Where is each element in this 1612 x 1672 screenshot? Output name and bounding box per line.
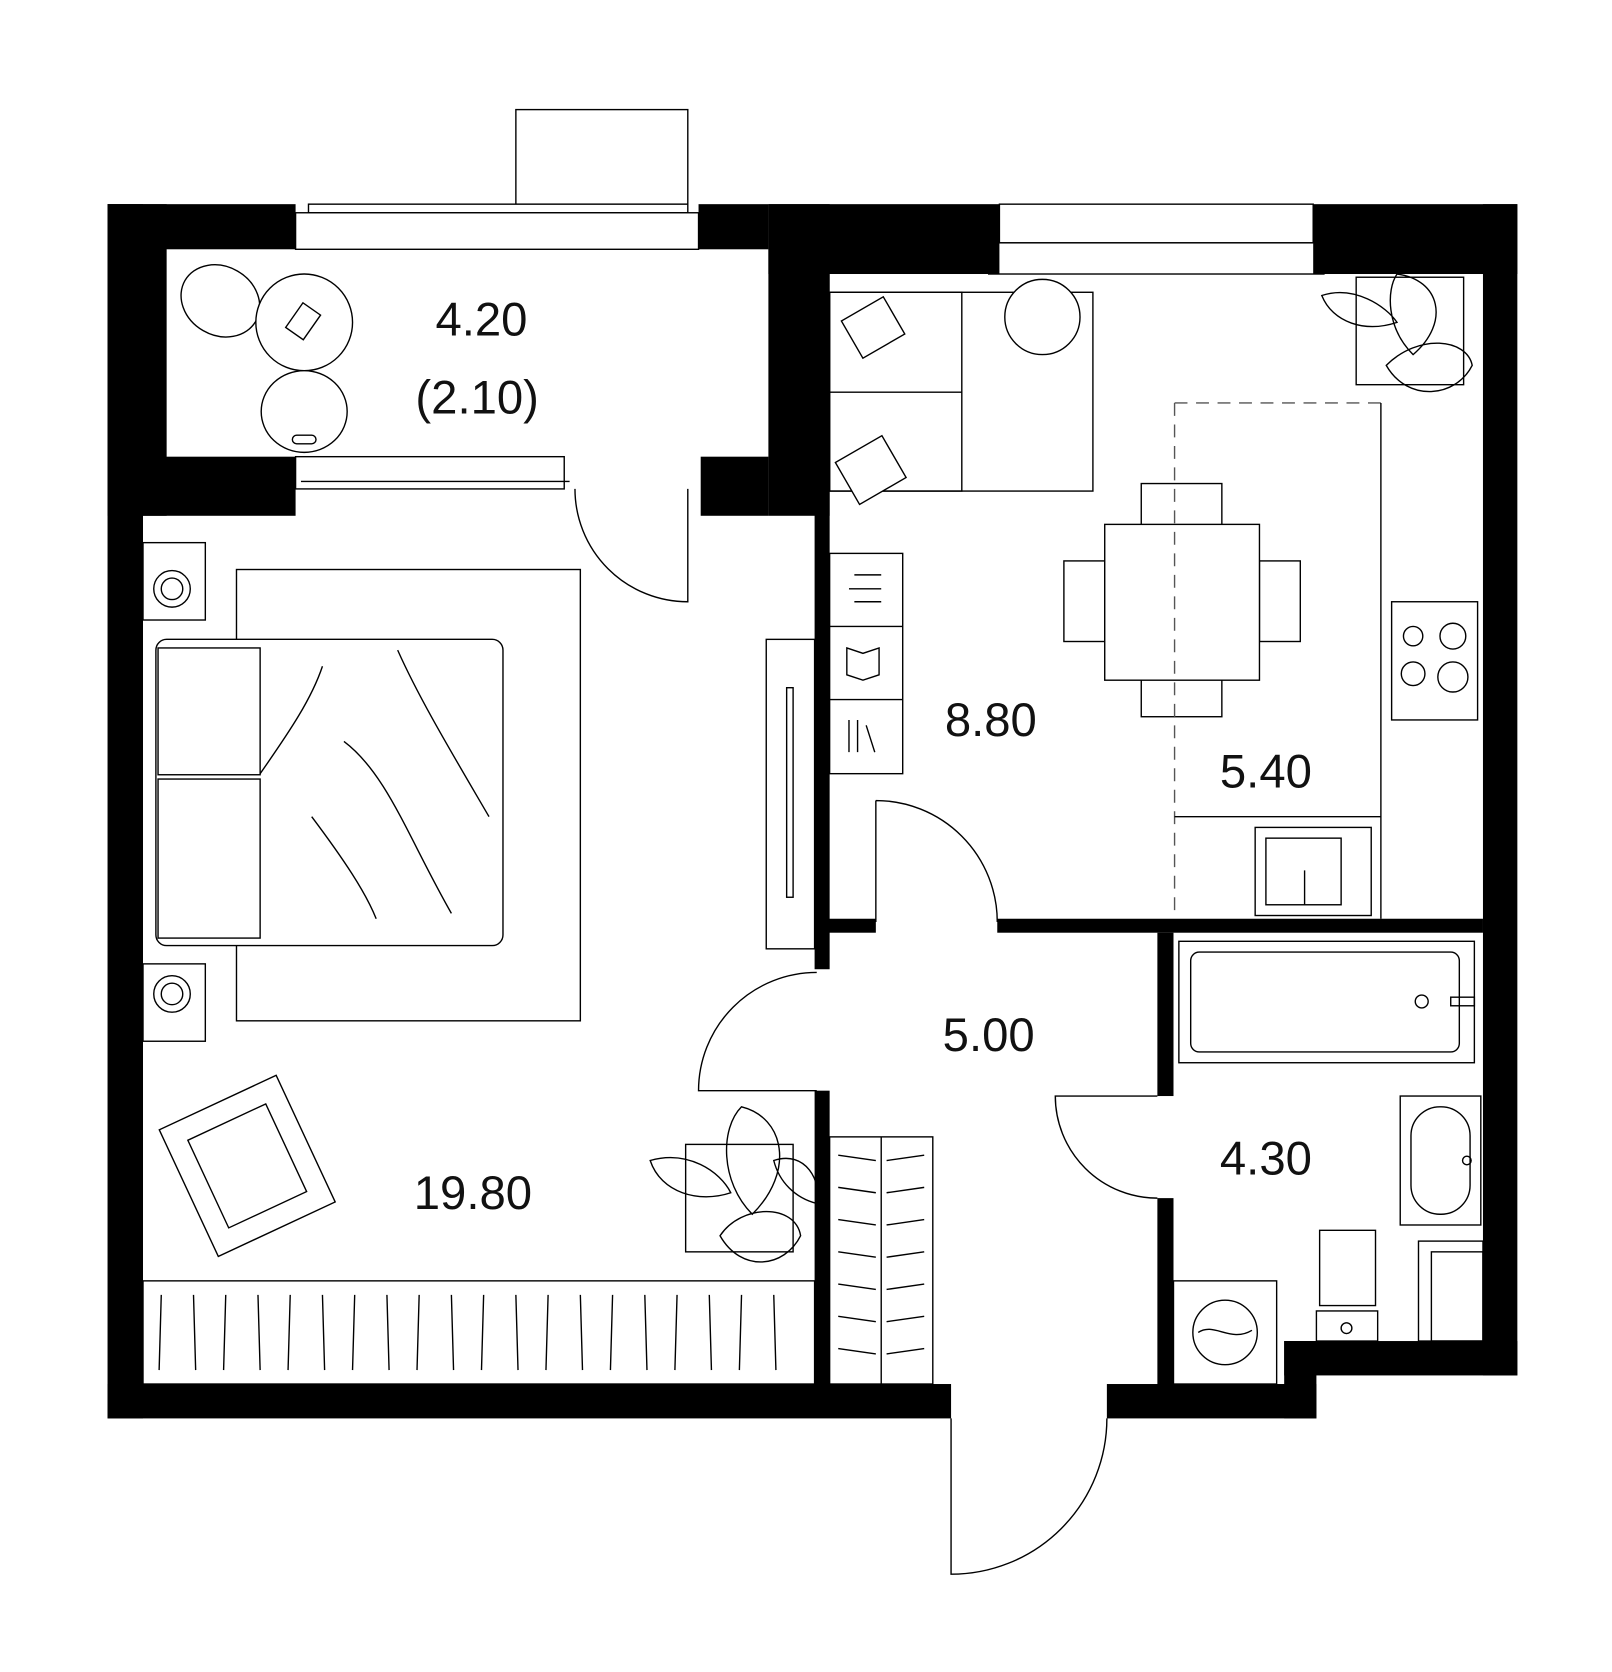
- dining-table: [1063, 402, 1381, 919]
- doors: [574, 488, 1158, 1575]
- kitchen-counter: [1174, 402, 1479, 919]
- balcony-area-label: 4.20: [435, 293, 527, 346]
- living-area-label: 8.80: [945, 694, 1037, 747]
- tv-stand: [765, 638, 816, 950]
- washing-machine: [1172, 1280, 1278, 1385]
- living-window: [987, 203, 1325, 275]
- hall-wardrobe: [828, 1136, 934, 1385]
- sofa: [828, 278, 1094, 506]
- hall-area-label: 5.00: [943, 1009, 1035, 1062]
- wardrobe-bedroom: [142, 1280, 816, 1385]
- bookshelf: [828, 552, 904, 775]
- balcony-door-window: [294, 455, 570, 490]
- bathroom-cabinet: [1417, 1240, 1484, 1342]
- balcony-reduced-area-label: (2.10): [415, 372, 538, 425]
- balcony-chairs: [180, 264, 354, 454]
- bed: [155, 568, 582, 1022]
- armchair: [158, 1074, 337, 1258]
- sink: [1399, 1095, 1482, 1226]
- bedroom-area-label: 19.80: [414, 1167, 532, 1220]
- balcony-window: [294, 108, 700, 250]
- toilet: [1315, 1229, 1379, 1342]
- bathroom-area-label: 4.30: [1220, 1132, 1312, 1185]
- plant-living: [1320, 273, 1473, 393]
- plant-bedroom: [649, 1106, 819, 1263]
- nightstands: [142, 541, 207, 1042]
- bathtub: [1178, 940, 1476, 1064]
- kitchen-area-label: 5.40: [1220, 746, 1312, 799]
- walls: [107, 204, 1518, 1419]
